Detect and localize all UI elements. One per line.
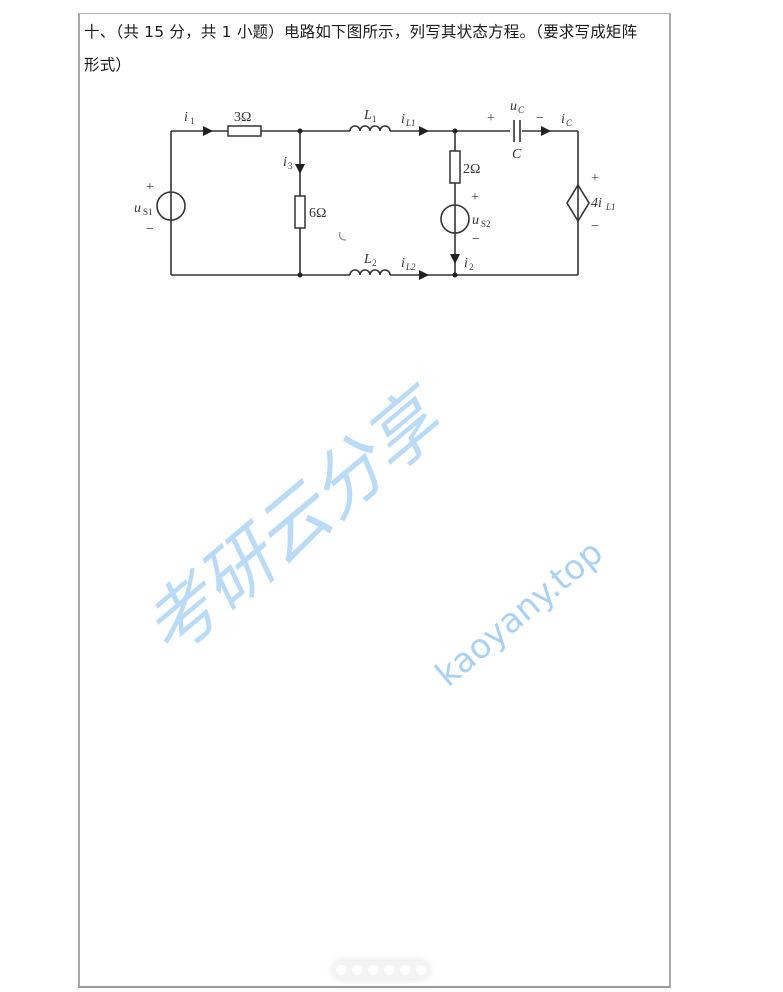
resistor-3ohm (227, 125, 262, 137)
page-dot-4[interactable] (384, 965, 394, 975)
label-3ohm: 3Ω (234, 110, 251, 125)
page-dot-2[interactable] (352, 965, 362, 975)
label-us1: u (134, 201, 141, 216)
label-iL1: i (401, 112, 405, 127)
label-2ohm: 2Ω (463, 162, 480, 177)
question-line-1: 十、（共 15 分，共 1 小题）电路如下图所示，列写其状态方程。（要求写成矩阵 (84, 23, 638, 41)
svg-text:L2: L2 (405, 262, 416, 272)
svg-text:−: − (472, 232, 480, 247)
question-text: 十、（共 15 分，共 1 小题）电路如下图所示，列写其状态方程。（要求写成矩阵… (84, 16, 669, 82)
label-L1: L (363, 108, 372, 123)
label-uC: u (510, 99, 517, 114)
loop-mark-icon (339, 231, 347, 241)
label-L2: L (363, 252, 372, 267)
label-iC: i (561, 112, 565, 127)
pagination-dots (333, 961, 429, 979)
svg-text:1: 1 (372, 114, 377, 124)
svg-text:+: + (591, 171, 599, 186)
document-page (78, 13, 671, 988)
svg-text:S1: S1 (143, 207, 153, 217)
current-arrows (203, 126, 551, 280)
svg-text:3: 3 (288, 161, 293, 171)
question-line-2: 形式） (84, 56, 132, 74)
svg-text:+: + (471, 190, 479, 205)
circuit-diagram: i 1 3Ω i 3 6Ω + u S1 − L 1 i L1 L 2 i L2… (134, 99, 616, 280)
svg-text:+: + (146, 180, 154, 195)
svg-text:L1: L1 (405, 118, 416, 128)
svg-text:1: 1 (190, 116, 195, 126)
label-us2: u (472, 213, 479, 228)
svg-text:S2: S2 (481, 219, 491, 229)
svg-text:−: − (146, 222, 154, 237)
label-C: C (512, 147, 522, 162)
svg-text:+: + (487, 111, 495, 126)
label-dependent-source: 4i (591, 196, 602, 211)
page-dot-1[interactable] (336, 965, 346, 975)
svg-text:−: − (591, 219, 599, 234)
page-dot-3[interactable] (368, 965, 378, 975)
label-i3: i (283, 155, 287, 170)
label-iL2: i (401, 256, 405, 271)
svg-text:C: C (518, 105, 525, 115)
svg-text:2: 2 (469, 262, 474, 272)
label-i2: i (464, 256, 468, 271)
resistor-6ohm (294, 195, 306, 229)
page-dot-6[interactable] (416, 965, 426, 975)
resistor-2ohm (449, 150, 461, 184)
label-6ohm: 6Ω (309, 206, 326, 221)
page-dot-5[interactable] (400, 965, 410, 975)
svg-text:L1: L1 (605, 202, 616, 212)
svg-text:C: C (566, 118, 573, 128)
svg-text:2: 2 (372, 258, 377, 268)
label-i1: i (184, 110, 188, 125)
svg-text:−: − (536, 111, 544, 126)
